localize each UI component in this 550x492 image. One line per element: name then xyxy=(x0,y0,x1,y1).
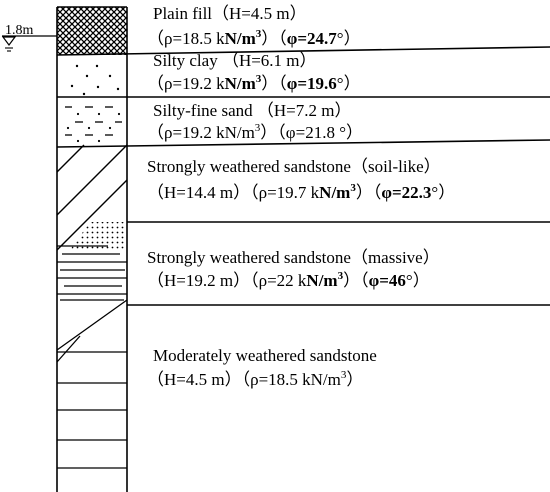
silty-fine-sand-pattern xyxy=(65,106,122,136)
plain-fill-pattern xyxy=(57,7,127,55)
strongly-weathered-soil-like-pattern xyxy=(56,144,128,251)
water-table-marker: 1.8m xyxy=(1,23,57,52)
layer-3-title: Silty-fine sand （H=7.2 m） xyxy=(153,101,351,120)
strongly-weathered-massive-pattern xyxy=(56,245,128,363)
massive-sandstone-dot-zone xyxy=(70,222,127,250)
layer-2-params: （ρ=19.2 kN/m3）（φ=19.6°） xyxy=(147,73,361,93)
layer-4-title: Strongly weathered sandstone（soil-like） xyxy=(147,157,441,176)
layer-1-title: Plain fill（H=4.5 m） xyxy=(153,4,307,23)
water-level-triangle-icon xyxy=(1,36,17,46)
layer-4-params: （H=14.4 m）（ρ=19.7 kN/m3）（φ=22.3°） xyxy=(147,182,455,202)
layer-3-params: （ρ=19.2 kN/m3）（φ=21.8 °） xyxy=(147,122,363,142)
layer-5-title: Strongly weathered sandstone（massive） xyxy=(147,248,440,267)
layer-6-title: Moderately weathered sandstone xyxy=(153,346,377,365)
borehole-column xyxy=(56,6,128,492)
layer-boundaries xyxy=(56,46,550,306)
water-level-depth-label: 1.8m xyxy=(5,23,34,38)
layer-6-params: （H=4.5 m）（ρ=18.5 kN/m3） xyxy=(147,369,363,389)
silty-clay-pattern xyxy=(70,64,120,96)
layer-5-params: （H=19.2 m）（ρ=22 kN/m3）（φ=46°） xyxy=(147,270,430,290)
layer-2-title: Silty clay （H=6.1 m） xyxy=(153,51,317,70)
layer-1-params: （ρ=18.5 kN/m3）（φ=24.7°） xyxy=(147,28,361,48)
